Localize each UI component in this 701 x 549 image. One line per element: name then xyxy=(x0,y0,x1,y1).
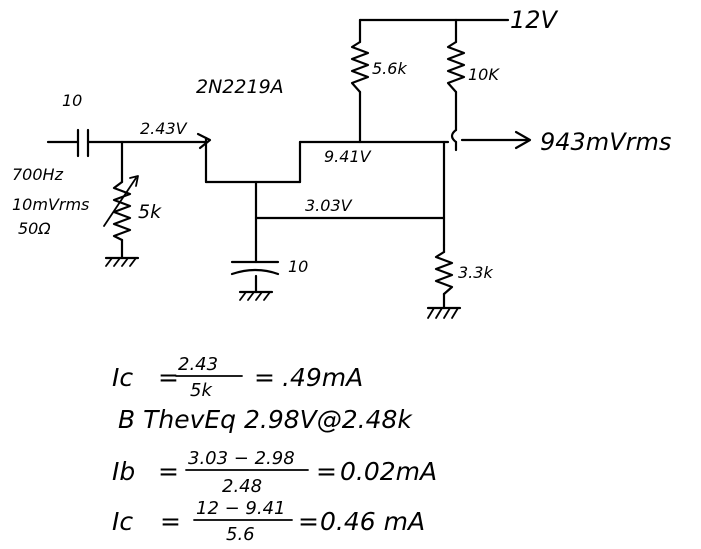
ground-symbol xyxy=(426,306,462,319)
input-capacitor-label: 10 xyxy=(62,91,82,110)
transistor-label: 2N2219A xyxy=(196,76,284,98)
bypass-capacitor-label: 10 xyxy=(288,257,308,276)
source-frequency-label: 700Hz xyxy=(12,165,64,184)
eq3-numerator: 3.03 − 2.98 xyxy=(188,448,295,469)
svg-text:=: = xyxy=(316,457,337,486)
svg-text:=: = xyxy=(298,507,319,536)
resistor-3-3k-label: 3.3k xyxy=(458,263,493,282)
eq3-denominator: 2.48 xyxy=(222,476,262,497)
source-amplitude-label: 10mVrms xyxy=(12,195,89,214)
svg-text:=: = xyxy=(158,363,179,392)
eq4-lhs: Ic xyxy=(112,507,133,536)
eq4-numerator: 12 − 9.41 xyxy=(196,498,286,519)
emitter-voltage-label: 2.43V xyxy=(140,119,188,138)
resistor-10k-label: 10K xyxy=(468,65,500,84)
eq2-text: B ThevEq 2.98V@2.48k xyxy=(118,405,413,434)
eq1-result: .49mA xyxy=(282,363,363,392)
ground-symbol xyxy=(104,256,140,267)
eq1-denominator: 5k xyxy=(190,380,213,401)
resistor-3-3k xyxy=(434,250,454,296)
base-voltage-label: 3.03V xyxy=(305,196,353,215)
output-voltage-label: 943mVrms xyxy=(540,128,671,156)
potentiometer-5k xyxy=(112,180,132,242)
svg-text:=: = xyxy=(254,363,275,392)
resistor-10k xyxy=(446,40,466,94)
source-impedance-label: 50Ω xyxy=(18,219,51,238)
eq4-result: 0.46 mA xyxy=(320,507,425,536)
supply-voltage-label: 12V xyxy=(510,6,559,34)
eq3-lhs: Ib xyxy=(112,457,135,486)
ground-symbol xyxy=(238,290,274,301)
eq1-numerator: 2.43 xyxy=(178,354,218,375)
eq1-lhs: Ic xyxy=(112,363,133,392)
svg-text:=: = xyxy=(160,507,181,536)
eq3-result: 0.02mA xyxy=(340,457,437,486)
equation-ib: Ib = 3.03 − 2.98 2.48 = 0.02mA xyxy=(112,448,437,497)
equation-thevenin: B ThevEq 2.98V@2.48k xyxy=(118,405,413,434)
equation-ic-emitter: Ic = 2.43 5k = .49mA xyxy=(112,354,363,401)
equation-ic-collector: Ic = 12 − 9.41 5.6 = 0.46 mA xyxy=(112,498,425,545)
schematic-labels: 12V 5.6k 10K 943mVrms 2N2219A 10 2.43V 9… xyxy=(12,6,671,282)
resistor-5-6k-label: 5.6k xyxy=(372,59,407,78)
eq4-denominator: 5.6 xyxy=(226,524,255,545)
collector-voltage-label: 9.41V xyxy=(324,147,372,166)
svg-text:=: = xyxy=(158,457,179,486)
resistor-5-6k xyxy=(350,40,370,94)
wires xyxy=(46,18,532,310)
potentiometer-label: 5k xyxy=(138,201,162,223)
